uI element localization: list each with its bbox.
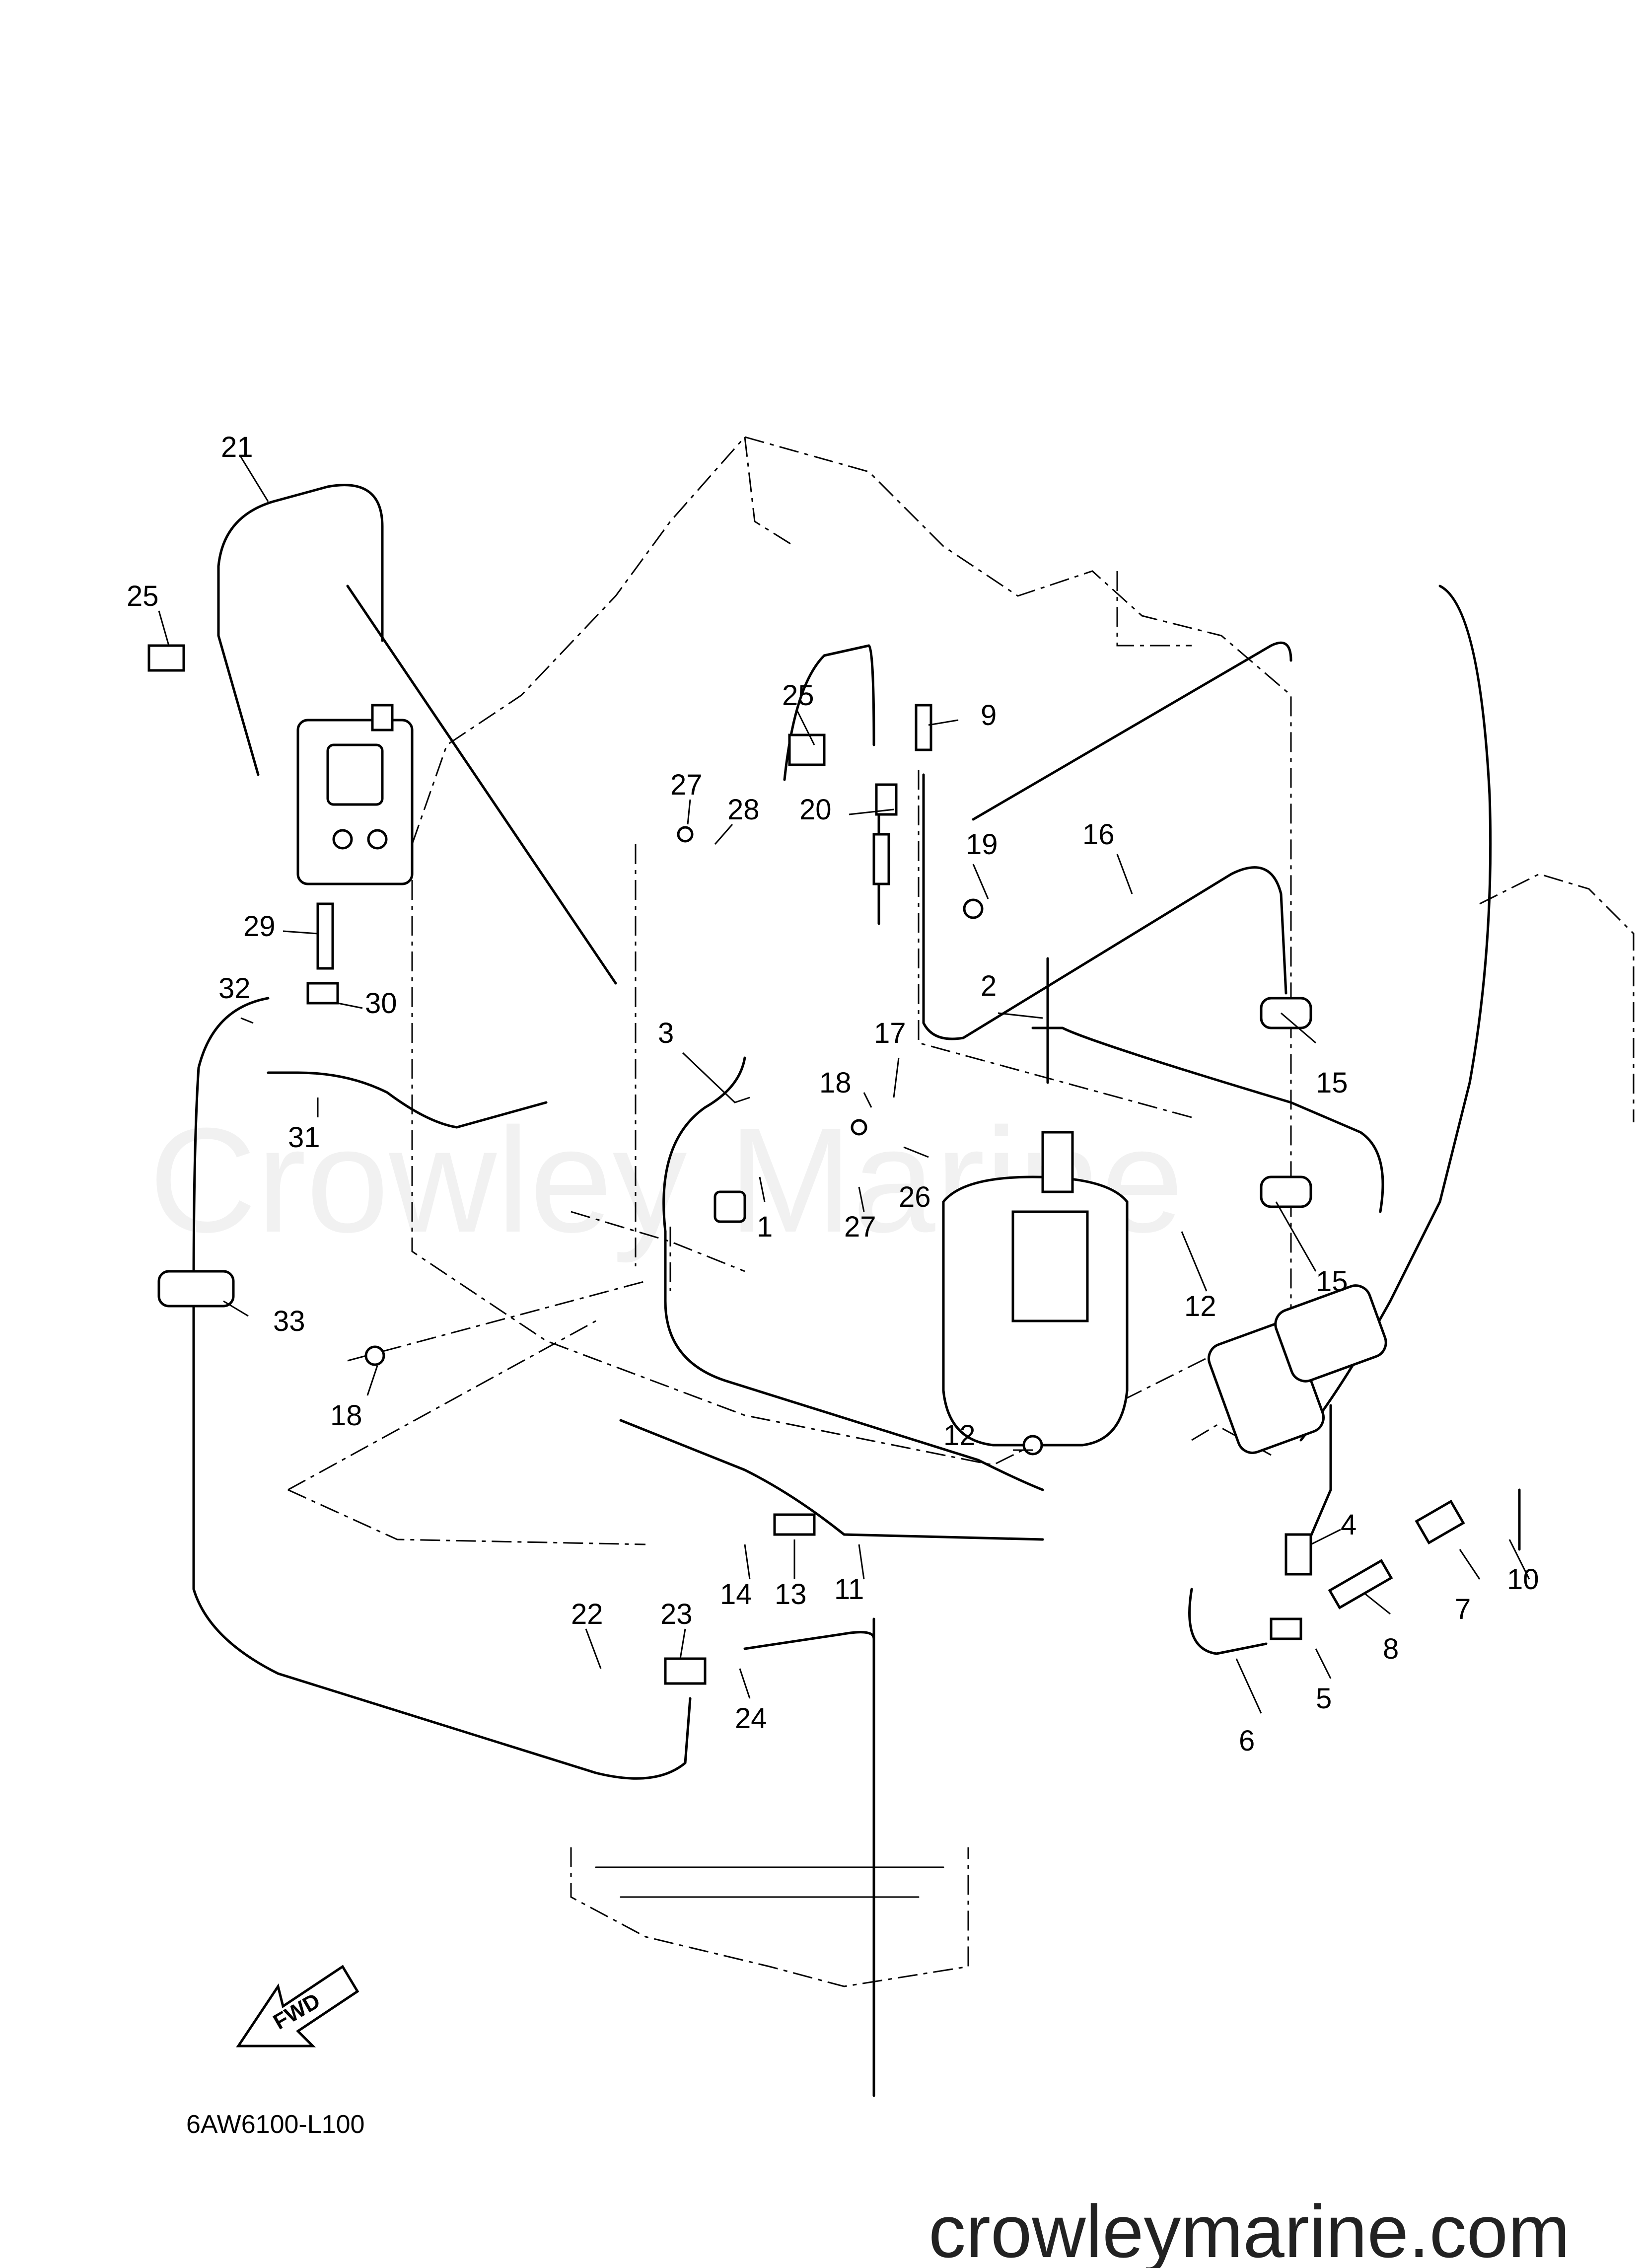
callout-10: 10 <box>1507 1563 1539 1596</box>
flywheel-outline <box>1479 873 1635 1122</box>
callout-2: 2 <box>981 970 997 1002</box>
watermark-bottom: crowleymarine.com <box>928 2190 1570 2268</box>
fittings <box>147 644 1465 1685</box>
callout-33: 33 <box>273 1305 305 1337</box>
callout-25a: 25 <box>127 580 159 612</box>
callout-30: 30 <box>365 987 397 1020</box>
callout-4: 4 <box>1341 1509 1356 1541</box>
callout-18b: 18 <box>330 1399 362 1432</box>
routing-lines <box>287 1227 1272 1545</box>
callout-17: 17 <box>874 1017 906 1049</box>
callout-11: 11 <box>834 1573 864 1606</box>
callout-21: 21 <box>221 431 253 463</box>
callout-13: 13 <box>775 1578 807 1610</box>
callout-8: 8 <box>1383 1633 1399 1665</box>
callout-28: 28 <box>727 794 760 826</box>
callout-32: 32 <box>218 972 251 1005</box>
callout-23: 23 <box>660 1598 693 1630</box>
callout-15a: 15 <box>1316 1067 1348 1099</box>
callout-19: 19 <box>966 828 998 861</box>
callout-15b: 15 <box>1316 1265 1348 1298</box>
callout-27a: 27 <box>670 769 703 801</box>
diagram-code: 6AW6100-L100 <box>186 2110 364 2139</box>
callout-3: 3 <box>658 1017 674 1049</box>
callout-26: 26 <box>899 1181 931 1213</box>
callout-25b: 25 <box>782 679 814 712</box>
callout-1: 1 <box>757 1211 773 1243</box>
callout-9: 9 <box>981 699 997 732</box>
fuel-pump <box>296 704 414 885</box>
callout-18a: 18 <box>819 1067 852 1099</box>
engine-outline <box>411 436 1292 1466</box>
fuel-filter <box>1208 1284 1387 1454</box>
callout-5: 5 <box>1316 1683 1332 1715</box>
callout-14: 14 <box>720 1578 752 1610</box>
lower-casing <box>570 1847 969 1987</box>
leader-lines <box>158 456 1530 1714</box>
callout-29: 29 <box>243 910 276 943</box>
callout-27b: 27 <box>844 1211 876 1243</box>
callout-12a: 12 <box>1184 1290 1216 1322</box>
callout-16: 16 <box>1082 818 1115 851</box>
callout-31: 31 <box>288 1121 320 1154</box>
callout-12b: 12 <box>943 1419 976 1452</box>
callout-20: 20 <box>799 794 832 826</box>
fwd-arrow-icon: FWD <box>236 1965 359 2048</box>
callout-22: 22 <box>571 1598 603 1630</box>
vapor-separator <box>942 1131 1129 1447</box>
callout-7: 7 <box>1455 1593 1471 1625</box>
callout-24: 24 <box>735 1702 767 1735</box>
callout-labels: 1 2 3 4 5 6 7 8 9 10 11 12 12 13 14 15 1… <box>127 431 1539 1757</box>
callout-6: 6 <box>1239 1725 1255 1757</box>
